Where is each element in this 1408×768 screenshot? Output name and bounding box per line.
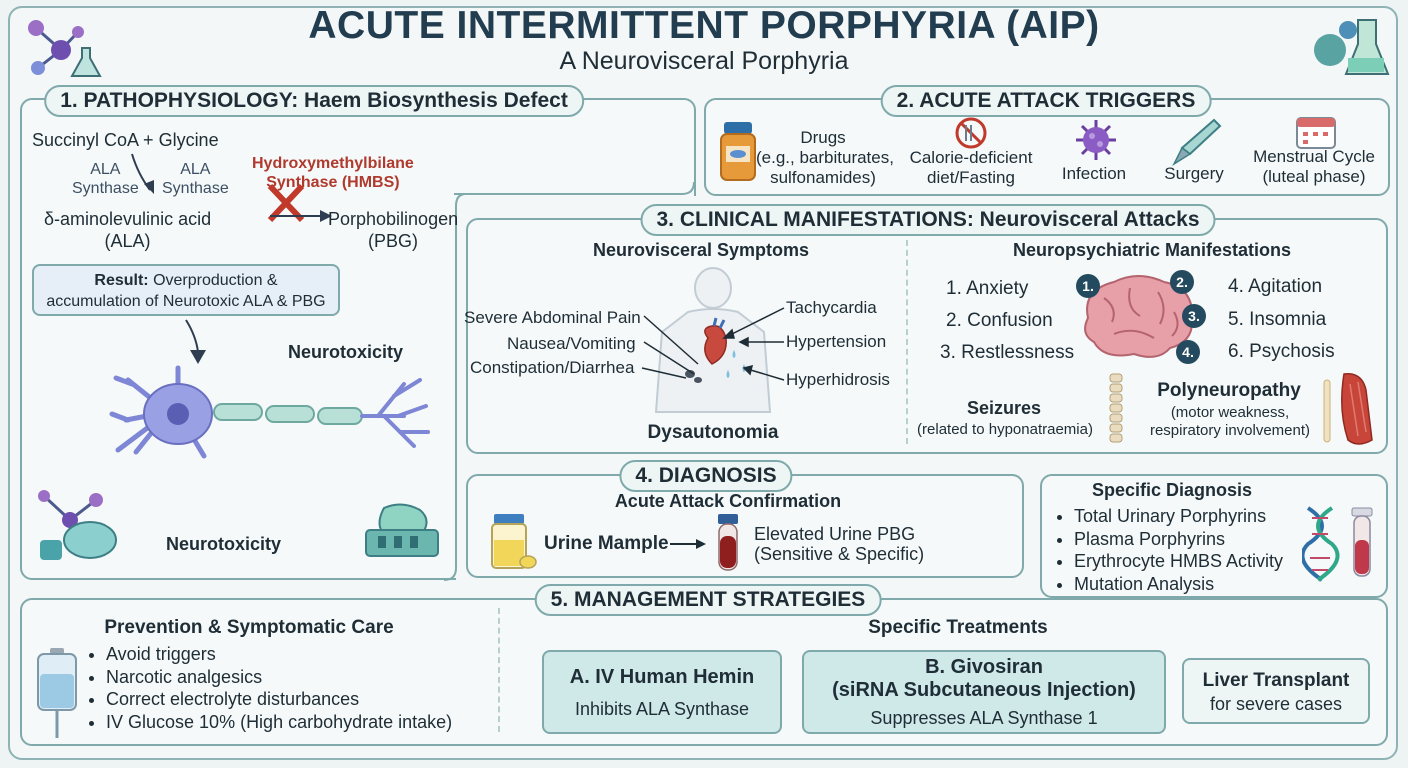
substrates-label: Succinyl CoA + Glycine bbox=[32, 130, 219, 150]
trigger-menstrual-cycle: Menstrual Cycle(luteal phase) bbox=[1253, 147, 1375, 186]
brain-marker-2: 2. bbox=[1170, 270, 1194, 294]
seizures-note: (related to hyponatraemia) bbox=[917, 421, 1093, 438]
list-item: Total Urinary Porphyrins bbox=[1074, 505, 1283, 528]
seizures-title: Seizures bbox=[966, 398, 1042, 418]
triggers-heading: 2. ACUTE ATTACK TRIGGERS bbox=[880, 85, 1212, 117]
diagnosis-result: Elevated Urine PBG(Sensitive & Specific) bbox=[754, 524, 925, 564]
virus-icon bbox=[1076, 120, 1116, 160]
brain-illustration bbox=[1084, 275, 1194, 358]
treatment-hemin-card: A. IV Human Hemin Inhibits ALA Synthase bbox=[542, 650, 782, 734]
list-item: Correct electrolyte disturbances bbox=[106, 688, 452, 711]
urine-sample-icon bbox=[491, 514, 537, 569]
treatment-givosiran-text: Suppresses ALA Synthase 1 bbox=[870, 708, 1098, 728]
psych-agitation: 4. Agitation bbox=[1228, 276, 1323, 297]
muscle-bone-icon bbox=[1323, 373, 1373, 445]
symptom-nausea: Nausea/Vomiting bbox=[507, 334, 636, 353]
clinical-divider bbox=[906, 240, 908, 444]
prevention-heading: Prevention & Symptomatic Care bbox=[104, 617, 394, 638]
trigger-infection: Infection bbox=[1061, 164, 1127, 183]
ala-product: δ-aminolevulinic acid(ALA) bbox=[44, 209, 212, 251]
treatment-hemin-text: Inhibits ALA Synthase bbox=[574, 699, 750, 719]
arrow-down-icon bbox=[185, 319, 206, 364]
receptor-icon bbox=[365, 503, 439, 557]
triggers-panel bbox=[704, 98, 1390, 196]
poster-title: ACUTE INTERMITTENT PORPHYRIA (AIP) bbox=[308, 4, 1100, 47]
neurovisceral-heading: Neurovisceral Symptoms bbox=[592, 240, 810, 260]
calendar-icon bbox=[1296, 117, 1336, 149]
pbg-product: Porphobilinogen(PBG) bbox=[328, 209, 459, 251]
poster-subtitle: A Neurovisceral Porphyria bbox=[559, 47, 849, 75]
brain-marker-4: 4. bbox=[1176, 340, 1200, 364]
management-divider bbox=[498, 608, 500, 732]
specific-treatments-heading: Specific Treatments bbox=[868, 617, 1048, 638]
treatment-hemin-title: A. IV Human Hemin bbox=[569, 666, 755, 688]
dysautonomia-label: Dysautonomia bbox=[647, 422, 779, 443]
neuron-illustration bbox=[109, 365, 430, 459]
pathophysiology-outline bbox=[443, 181, 695, 581]
trigger-surgery: Surgery bbox=[1164, 164, 1224, 183]
management-heading: 5. MANAGEMENT STRATEGIES bbox=[534, 584, 882, 616]
spine-icon bbox=[1109, 373, 1123, 443]
specific-diagnosis-heading: Specific Diagnosis bbox=[1091, 480, 1253, 500]
list-item: Mutation Analysis bbox=[1074, 573, 1283, 596]
clinical-heading: 3. CLINICAL MANIFESTATIONS: Neuroviscera… bbox=[640, 204, 1216, 236]
psych-confusion: 2. Confusion bbox=[946, 310, 1053, 331]
pathophysiology-heading: 1. PATHOPHYSIOLOGY: Haem Biosynthesis De… bbox=[44, 85, 584, 117]
symptom-abdominal-pain: Severe Abdominal Pain bbox=[464, 308, 641, 327]
symptom-tachycardia: Tachycardia bbox=[786, 298, 877, 317]
molecule-flask-icon bbox=[28, 20, 102, 77]
treatment-liver-transplant-text: for severe cases bbox=[1209, 694, 1343, 714]
psych-psychosis: 6. Psychosis bbox=[1228, 341, 1335, 362]
lab-beaker-icon bbox=[1314, 19, 1390, 75]
psych-restlessness: 3. Restlessness bbox=[940, 342, 1075, 363]
brain-marker-3: 3. bbox=[1182, 304, 1206, 328]
brain-marker-1: 1. bbox=[1076, 274, 1100, 298]
dna-test-tube-icon bbox=[1302, 506, 1373, 582]
trigger-drugs: Drugs(e.g., barbiturates,sulfonamides) bbox=[756, 128, 894, 187]
no-food-icon bbox=[955, 117, 987, 149]
acute-attack-heading: Acute Attack Confirmation bbox=[614, 491, 842, 511]
symptom-hypertension: Hypertension bbox=[786, 332, 887, 351]
body-torso-illustration bbox=[654, 267, 772, 413]
iv-bag-icon bbox=[37, 648, 77, 738]
treatment-liver-transplant-card: Liver Transplant for severe cases bbox=[1182, 658, 1370, 724]
neurotoxicity-label-bottom: Neurotoxicity bbox=[166, 534, 282, 554]
neurotoxicity-label-top: Neurotoxicity bbox=[288, 342, 404, 362]
blocked-cross-icon bbox=[267, 183, 332, 223]
specific-diagnosis-panel bbox=[1040, 474, 1388, 598]
list-item: Avoid triggers bbox=[106, 643, 452, 666]
pill-bottle-icon bbox=[720, 122, 756, 181]
symptom-pointer-lines bbox=[641, 307, 785, 381]
list-item: IV Glucose 10% (High carbohydrate intake… bbox=[106, 711, 452, 734]
symptom-hyperhidrosis: Hyperhidrosis bbox=[786, 370, 890, 389]
list-item: Narcotic analgesics bbox=[106, 666, 452, 689]
psych-insomnia: 5. Insomnia bbox=[1228, 309, 1327, 330]
polyneuropathy-title: Polyneuropathy bbox=[1157, 380, 1301, 401]
treatment-givosiran-title: B. Givosiran(siRNA Subcutaneous Injectio… bbox=[832, 656, 1136, 701]
specific-diagnosis-list: Total Urinary Porphyrins Plasma Porphyri… bbox=[1054, 505, 1283, 595]
list-item: Erythrocyte HMBS Activity bbox=[1074, 550, 1283, 573]
polyneuropathy-note: (motor weakness,respiratory involvement) bbox=[1149, 404, 1311, 439]
blood-tube-icon bbox=[718, 514, 738, 571]
diagnosis-heading: 4. DIAGNOSIS bbox=[619, 460, 793, 492]
cell-molecule-icon bbox=[38, 490, 117, 560]
treatment-givosiran-card: B. Givosiran(siRNA Subcutaneous Injectio… bbox=[802, 650, 1166, 734]
sample-label: Urine Mample bbox=[544, 533, 669, 554]
neuropsych-heading: Neuropsychiatric Manifestations bbox=[1012, 240, 1292, 260]
prevention-list: Avoid triggers Narcotic analgesics Corre… bbox=[86, 643, 452, 733]
arrow-down-icon bbox=[131, 153, 154, 194]
arrow-right-icon bbox=[670, 539, 706, 549]
clinical-panel bbox=[466, 218, 1388, 454]
list-item: Plasma Porphyrins bbox=[1074, 528, 1283, 551]
symptom-constipation: Constipation/Diarrhea bbox=[470, 358, 635, 377]
psych-anxiety: 1. Anxiety bbox=[946, 278, 1029, 299]
scalpel-icon bbox=[1172, 118, 1222, 166]
result-box: Result: Overproduction & accumulation of… bbox=[32, 264, 340, 316]
treatment-liver-transplant-title: Liver Transplant bbox=[1202, 670, 1350, 691]
